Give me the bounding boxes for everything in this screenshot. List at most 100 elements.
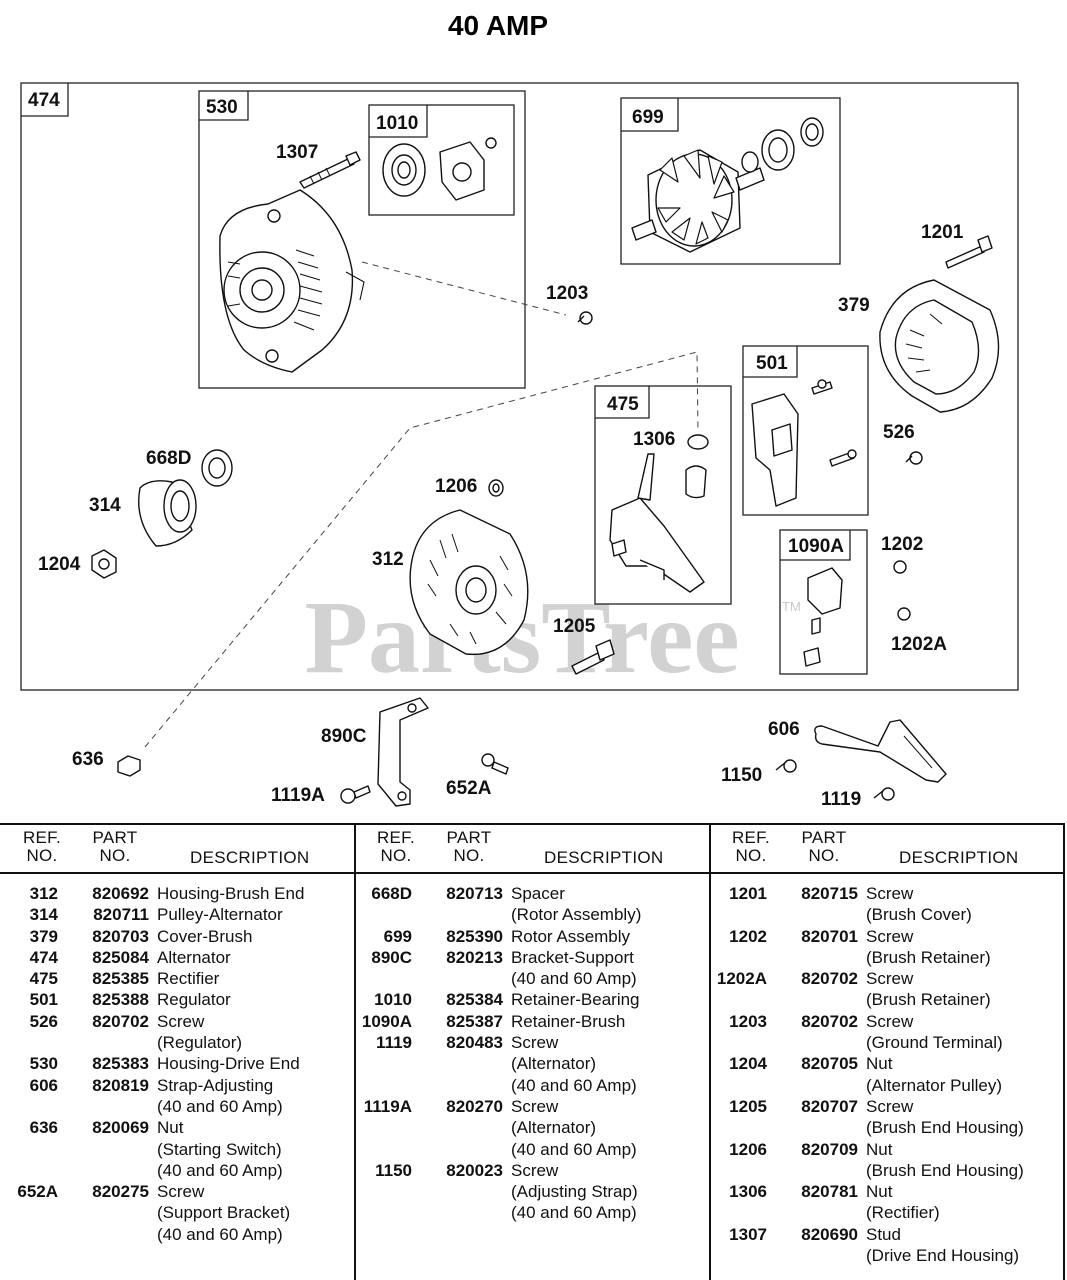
nut-1204-part	[91, 549, 117, 579]
part-description: Screw(Adjusting Strap)(40 and 60 Amp)	[511, 1160, 709, 1224]
part-description: Stud(Drive End Housing)	[866, 1224, 1063, 1267]
description-line: Retainer-Brush	[511, 1011, 626, 1031]
description-line: Housing-Brush End	[157, 884, 305, 903]
part-number: 825390	[446, 926, 503, 946]
callout-1307: 1307	[276, 142, 318, 163]
description-line: (Brush Cover)	[866, 905, 972, 925]
part-description: Nut(Starting Switch)(40 and 60 Amp)	[157, 1117, 354, 1181]
callout-1306: 1306	[633, 429, 675, 450]
part-number: 820069	[92, 1118, 149, 1138]
description-line: Screw	[511, 1033, 559, 1053]
description-line: Alternator	[157, 947, 231, 967]
retainer-bearing-part	[382, 137, 497, 201]
screw-1119-part	[873, 787, 895, 801]
callout-890C: 890C	[321, 726, 367, 747]
part-description: Screw(Alternator)(40 and 60 Amp)	[511, 1032, 709, 1096]
description-line: (Brush End Housing)	[866, 1118, 1024, 1138]
ref-number: 1010	[374, 990, 412, 1010]
part-number: 825388	[92, 990, 149, 1010]
description-line: Stud	[866, 1224, 901, 1244]
retainer-brush-part	[803, 567, 843, 667]
callout-1205: 1205	[553, 616, 596, 637]
part-description: Alternator	[157, 947, 354, 968]
callout-1204: 1204	[38, 554, 81, 575]
part-number: 820781	[801, 1182, 858, 1202]
description-line: Pulley-Alternator	[157, 905, 283, 925]
ref-number: 1150	[375, 1160, 412, 1180]
description-line: Screw	[511, 1096, 559, 1116]
screw-1201-part	[945, 235, 993, 269]
description-line: (Rectifier)	[866, 1203, 940, 1223]
description-line: Screw	[157, 1182, 205, 1202]
part-number: 825385	[92, 969, 149, 989]
screw-1203-part	[577, 311, 593, 325]
parts-row: 636 820069 Nut(Starting Switch)(40 and 60 …	[0, 1117, 354, 1181]
part-number: 825387	[446, 1011, 503, 1031]
leader-line-636	[144, 351, 699, 748]
column-header: REF. NO. PART NO. DESCRIPTION	[376, 828, 664, 868]
callout-379: 379	[838, 295, 870, 316]
description-line: (40 and 60 Amp)	[511, 1075, 637, 1095]
part-number: 820715	[801, 884, 858, 903]
ref-number: 501	[29, 990, 58, 1010]
part-number: 825384	[446, 990, 503, 1010]
description-line: (Starting Switch)	[157, 1139, 282, 1159]
ref-number: 668D	[371, 884, 412, 903]
part-description: Housing-Drive End	[157, 1053, 354, 1074]
housing-brush-end-part	[409, 509, 529, 656]
callout-1203: 1203	[546, 283, 588, 304]
part-number: 820692	[92, 884, 149, 903]
ref-number: 1201	[729, 884, 767, 903]
ref-number: 606	[29, 1075, 58, 1095]
trademark-mark: TM	[782, 599, 801, 614]
column-header: REF. NO. PART NO. DESCRIPTION	[731, 828, 1019, 868]
screw-652a-part	[481, 753, 509, 775]
description-line: (Brush Retainer)	[866, 947, 991, 967]
ref-number: 1205	[729, 1096, 767, 1116]
part-description: Screw(Alternator)(40 and 60 Amp)	[511, 1096, 709, 1160]
description-line: (Brush Retainer)	[866, 990, 991, 1010]
cover-brush-part	[879, 279, 1000, 413]
ref-number: 379	[29, 926, 58, 946]
part-number: 820275	[92, 1182, 149, 1202]
part-description: Screw(Brush End Housing)	[866, 1096, 1063, 1139]
part-description: Housing-Brush End	[157, 883, 354, 904]
ref-number: 1307	[729, 1224, 767, 1244]
housing-drive-end-part	[219, 189, 365, 373]
ref-number: 1306	[729, 1182, 767, 1202]
part-number: 820711	[93, 905, 149, 925]
regulator-part	[751, 379, 857, 507]
part-description: Rotor Assembly	[511, 926, 709, 947]
header-rule	[709, 872, 1063, 874]
part-description: Regulator	[157, 989, 354, 1010]
ref-number: 636	[29, 1118, 58, 1138]
ref-number: 1202A	[716, 969, 767, 989]
description-line: (Ground Terminal)	[866, 1033, 1003, 1053]
rectifier-part	[609, 434, 709, 593]
part-description: Screw(Brush Cover)	[866, 883, 1063, 926]
group-box-475	[594, 385, 732, 605]
callout-526: 526	[883, 422, 915, 443]
exploded-parts-diagram: 40 AMP PartsTree TM	[20, 10, 1019, 810]
part-description: Pulley-Alternator	[157, 904, 354, 925]
parts-row: 1201 820715 Screw(Brush Cover)	[709, 883, 1063, 926]
group-box-474	[20, 82, 1019, 691]
description-line: Retainer-Bearing	[511, 990, 640, 1010]
parts-row: 1010 825384 Retainer-Bearing	[354, 989, 709, 1010]
